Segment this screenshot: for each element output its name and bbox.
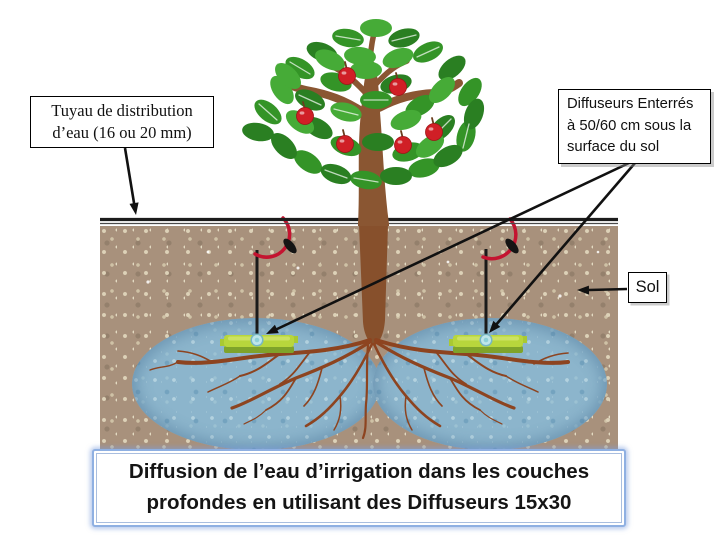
caption-inner-frame: Diffusion de l’eau d’irrigation dans les… [96, 453, 622, 523]
diffuser-label-box: Diffuseurs Enterrés à 50/60 cm sous la s… [558, 89, 711, 164]
distribution-pipe [100, 217, 618, 225]
tree-trunk [358, 61, 389, 226]
pipe-label-box: Tuyau de distribution d’eau (16 ou 20 mm… [30, 96, 214, 148]
apples [296, 61, 443, 154]
leaf-veins [258, 34, 470, 183]
soil-label-text: Sol [635, 278, 660, 296]
caption-text: Diffusion de l’eau d’irrigation dans les… [128, 460, 590, 514]
pipe-label-arrow [123, 147, 139, 215]
apple-tree [242, 19, 485, 226]
water-diffusion-zone-right [373, 318, 607, 450]
soil-label-box: Sol [628, 272, 667, 303]
caption-box: Diffusion de l’eau d’irrigation dans les… [92, 449, 626, 527]
tree-foliage [242, 19, 485, 190]
water-diffusion-zone-left [132, 318, 380, 450]
arrowhead [129, 202, 139, 215]
pipe-label-text: Tuyau de distribution d’eau (16 ou 20 mm… [51, 100, 193, 142]
tree-branches [277, 30, 463, 116]
diffuser-label-text: Diffuseurs Enterrés à 50/60 cm sous la s… [567, 96, 694, 156]
soil-area [100, 226, 618, 450]
